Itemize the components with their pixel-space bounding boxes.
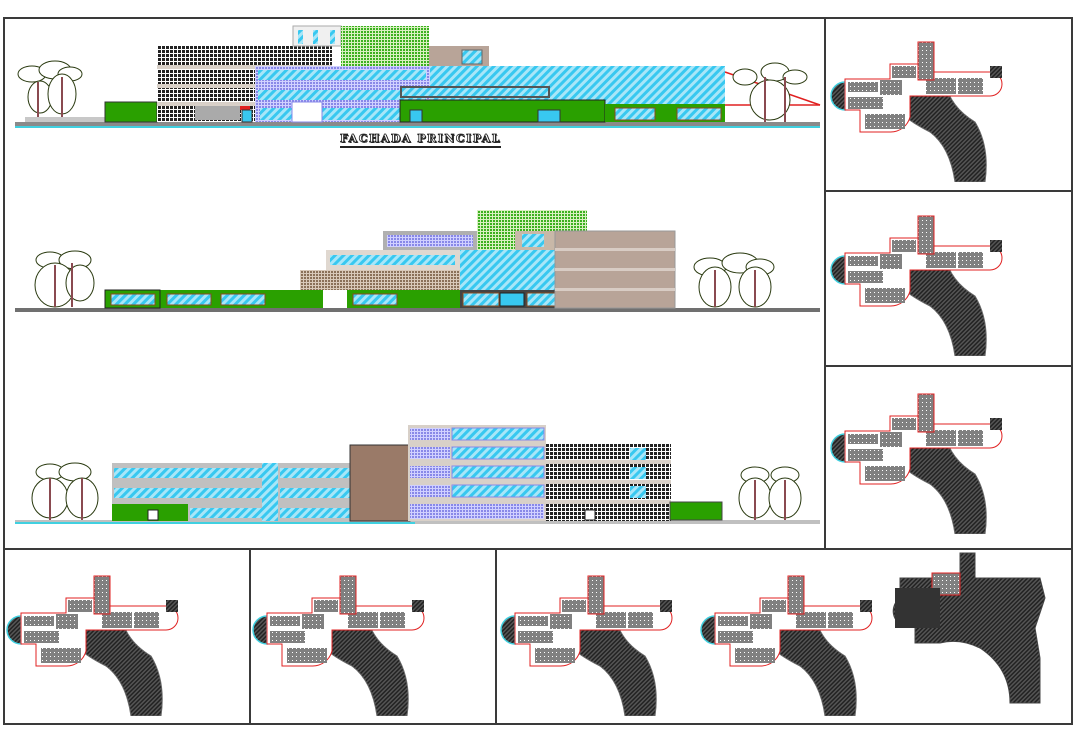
floor-plan-drawing <box>252 575 425 716</box>
ground-line <box>15 122 820 126</box>
rear-elevation <box>10 420 825 530</box>
floor-plan-drawing <box>830 41 1003 182</box>
floor-plan-drawing <box>700 575 873 716</box>
floor-plan-drawing <box>6 575 179 716</box>
floor-plan-b3 <box>500 556 675 716</box>
floor-plan-b1 <box>6 556 181 716</box>
roof-plan-drawing <box>892 552 1046 704</box>
tree-group-left <box>17 60 83 122</box>
floor-plan-drawing <box>500 575 673 716</box>
floor-plan-b4 <box>700 556 875 716</box>
floor-plan-r2 <box>830 196 1005 356</box>
side-elevation <box>10 205 825 320</box>
floor-plan-drawing <box>830 215 1003 356</box>
front-elevation-title: FACHADA PRINCIPAL <box>340 132 502 148</box>
plan-panel-b3 <box>495 548 1073 725</box>
tree-group-right <box>732 62 808 122</box>
floor-plan-drawing <box>830 393 1003 534</box>
floor-plan-r1 <box>830 22 1005 182</box>
front-elevation-drawing <box>15 25 821 128</box>
floor-plan-r3 <box>830 374 1005 534</box>
side-elevation-drawing <box>15 210 820 312</box>
rear-elevation-drawing <box>15 425 820 524</box>
ground-cyan-line <box>15 126 820 128</box>
floor-plan-b2 <box>252 556 427 716</box>
roof-plan <box>870 548 1050 708</box>
front-elevation <box>10 22 825 132</box>
